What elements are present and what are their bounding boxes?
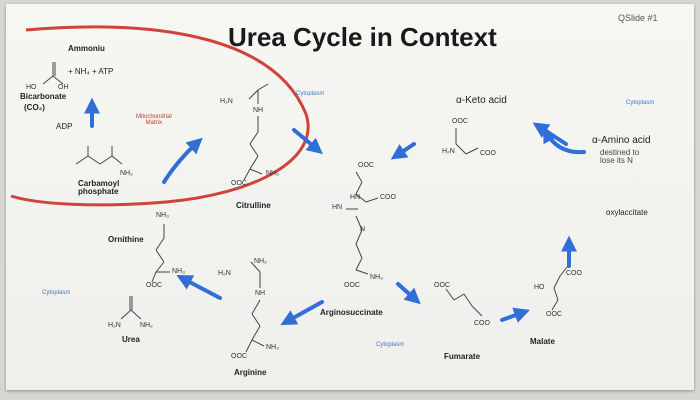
mitochondrial-matrix-label: Mitochondrial Matrix (136, 114, 172, 126)
argsucc-hn-b: HN (350, 194, 361, 201)
keto-coo: COO (480, 150, 496, 157)
carbamoyl-phosphate-structure (75, 146, 123, 165)
keto-h3n: H₂N (442, 148, 455, 155)
argsucc-nh3: NH₃ (370, 274, 383, 281)
arginosuccinate-label: Arginosuccinate (320, 308, 383, 317)
adp-label: ADP (56, 122, 73, 131)
argsucc-ooc: OOC (344, 282, 360, 289)
carbamoyl-nh2: NH₂ (120, 170, 133, 177)
reaction-arrows (84, 97, 586, 326)
cytoplasm-label-bottom: Cytoplasm (376, 342, 405, 348)
citrulline-ooc: OOC (231, 180, 247, 187)
malate-structure (551, 265, 569, 311)
ornithine-label: Ornithine (108, 235, 144, 244)
arrow-fumarate-to-malate (500, 307, 531, 323)
ornithine-nh3-b: NH₃ (172, 268, 185, 275)
arginine-structure (245, 261, 265, 353)
fumarate-label: Fumarate (444, 352, 481, 361)
arginine-nh2: NH₂ (254, 258, 267, 265)
arrow-amino-acid-in-2 (532, 122, 568, 146)
cytoplasm-label-right: Cytoplasm (626, 100, 655, 106)
citrulline-h2n: H₂N (220, 98, 233, 105)
malate-ho: HO (534, 284, 545, 291)
arrow-arginosuccinate-to-arginine (280, 300, 324, 326)
arginine-nh: NH (255, 290, 266, 297)
arrow-arginine-to-urea (176, 275, 222, 300)
arginine-ooc: OOC (231, 353, 247, 360)
keto-ooc: OOC (452, 118, 468, 125)
argsucc-coo: COO (380, 194, 396, 201)
argsucc-ooc-top: OOC (358, 162, 374, 169)
urea-nh2: NH₂ (140, 322, 153, 329)
fumarate-coo: COO (474, 320, 490, 327)
arginine-label: Arginine (234, 368, 267, 377)
slide-number: QSlide #1 (618, 13, 658, 23)
ornithine-ooc: OOC (146, 282, 162, 289)
ornithine-nh3: NH₃ (156, 212, 169, 219)
nh4-atp-label: + NH₄ + ATP (68, 67, 114, 76)
citrulline-nh3: NH₃ (266, 170, 279, 177)
citrulline-nh: NH (253, 107, 264, 114)
citrulline-label: Citrulline (236, 201, 271, 210)
bicarbonate-structure (42, 62, 64, 85)
urea-label: Urea (122, 335, 140, 344)
arrow-arginosuccinate-to-fumarate (396, 282, 421, 305)
fumarate-ooc: OOC (434, 282, 450, 289)
arginine-h2n: H₂N (218, 270, 231, 277)
bicarbonate-label: Bicarbonate (20, 92, 67, 101)
diagram-canvas (10, 25, 586, 353)
malate-ooc: OOC (546, 311, 562, 318)
destined-label: destined to lose its N (600, 148, 640, 165)
cytoplasm-label-top: Cytoplasm (296, 91, 325, 97)
amino-acid-label: α-Amino acid (592, 135, 651, 146)
arrow-keto-to-arginosuccinate (390, 142, 416, 160)
malate-coo: COO (566, 270, 582, 277)
ornithine-structure (151, 224, 170, 283)
mitochondrial-boundary (10, 25, 310, 207)
oh-label: OH (58, 84, 69, 91)
malate-label: Malate (530, 337, 555, 346)
slide: Urea Cycle in Context QSlide #1 Ammoniu … (6, 4, 694, 390)
fumarate-structure (445, 288, 483, 317)
urea-structure (120, 296, 142, 320)
keto-acid-label: α-Keto acid (456, 95, 507, 106)
oxylaccitate-label: oxylaccitate (606, 208, 648, 217)
argsucc-hn: HN (332, 204, 343, 211)
arrow-carbamoyl-to-citrulline (162, 137, 203, 184)
ammonium-label: Ammoniu (68, 44, 105, 53)
arginosuccinate-structure (346, 171, 379, 275)
arginine-nh3: NH₃ (266, 344, 279, 351)
urea-h2n: H₂N (108, 322, 121, 329)
argsucc-n: N (360, 226, 366, 233)
slide-title: Urea Cycle in Context (228, 22, 497, 52)
arrow-citrulline-to-arginosuccinate (292, 128, 323, 155)
carbamoyl-phosphate-label: Carbamoyl phosphate (78, 179, 120, 196)
citrulline-structure (243, 83, 269, 181)
ho-label: HO (26, 84, 37, 91)
co2-label: (CO₂) (24, 103, 45, 112)
cytoplasm-label-left: Cytoplasm (42, 290, 71, 296)
keto-acid-structure (455, 128, 479, 155)
